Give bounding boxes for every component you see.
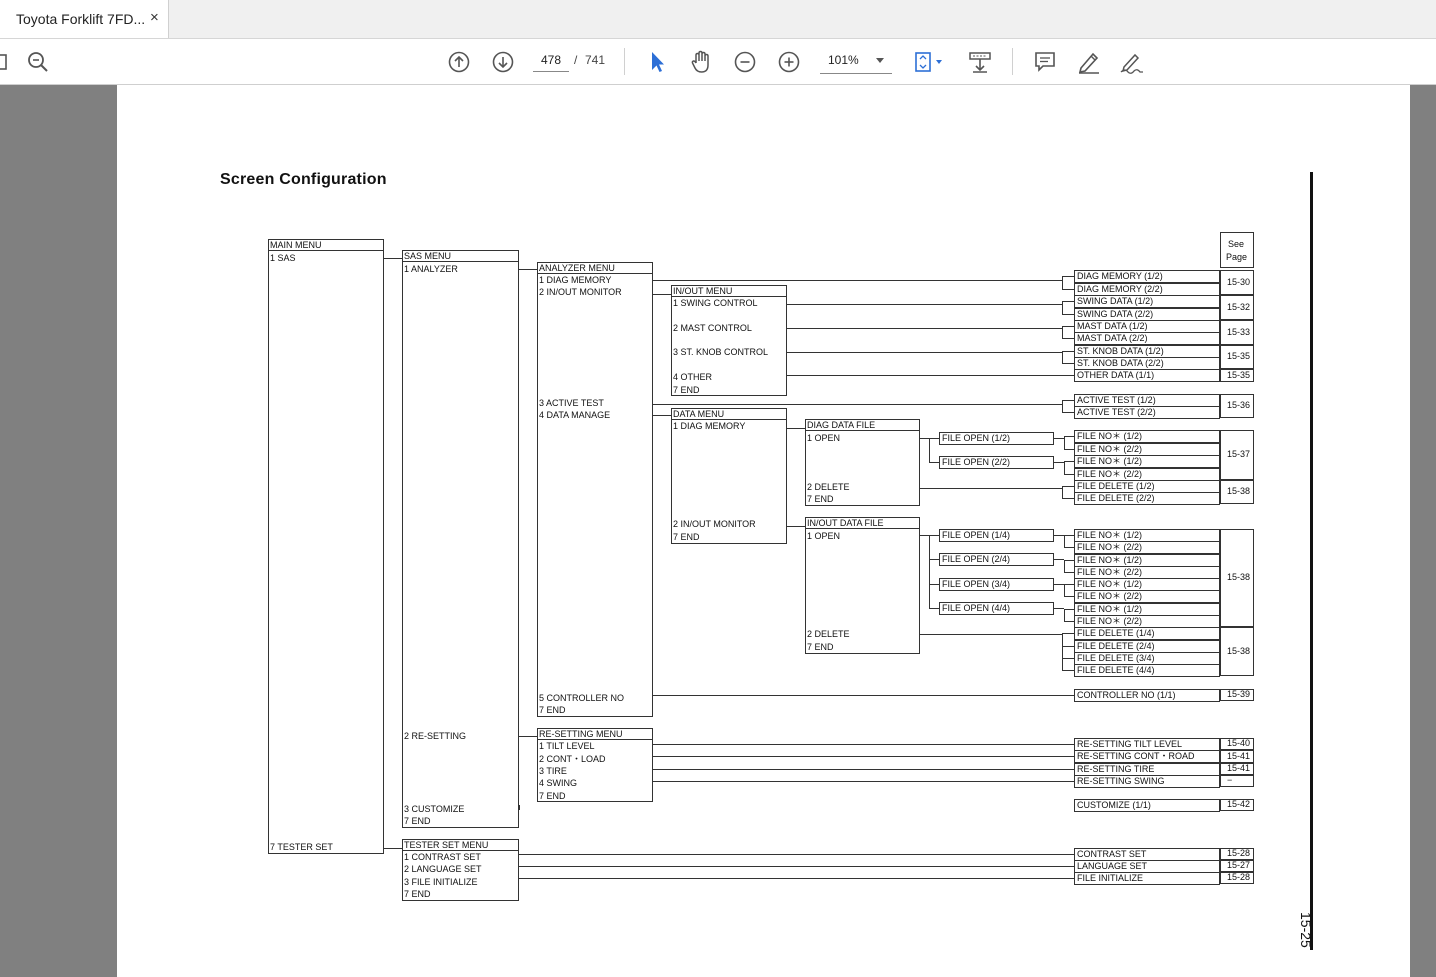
fit-page-icon[interactable] <box>910 39 946 84</box>
sign-icon[interactable] <box>1118 39 1146 84</box>
pen-icon[interactable] <box>1076 39 1102 84</box>
page-heading: Screen Configuration <box>220 171 387 188</box>
tab-title: Toyota Forklift 7FD... <box>16 11 146 27</box>
page-total: 741 <box>585 53 606 67</box>
minus-circle-icon[interactable] <box>732 39 758 84</box>
toolbar-divider <box>624 48 625 75</box>
cursor-arrow-icon[interactable] <box>646 39 668 84</box>
page-edge-bar <box>1310 172 1313 950</box>
document-viewer[interactable] <box>0 85 1436 977</box>
pdf-page <box>117 85 1410 977</box>
toolbar: / 741 101% <box>0 39 1436 85</box>
plus-circle-icon[interactable] <box>776 39 802 84</box>
document-tab[interactable]: Toyota Forklift 7FD... × <box>0 0 169 38</box>
page-separator: / <box>574 53 578 67</box>
arrow-down-circle-icon[interactable] <box>490 39 516 84</box>
panel-icon[interactable] <box>0 39 10 84</box>
scroll-mode-icon[interactable] <box>966 39 994 84</box>
chevron-down-icon <box>876 58 884 63</box>
toolbar-divider <box>1012 48 1013 75</box>
page-number-input[interactable] <box>533 49 569 72</box>
page-number-label: 15-25 <box>1298 912 1314 948</box>
hand-icon[interactable] <box>688 39 714 84</box>
zoom-value: 101% <box>828 53 859 67</box>
arrow-up-circle-icon[interactable] <box>446 39 472 84</box>
comment-icon[interactable] <box>1032 39 1058 84</box>
zoom-select[interactable]: 101% <box>820 49 892 74</box>
close-icon[interactable]: × <box>150 9 159 26</box>
magnifier-icon[interactable] <box>24 39 52 84</box>
tab-bar: Toyota Forklift 7FD... × <box>0 0 1436 39</box>
